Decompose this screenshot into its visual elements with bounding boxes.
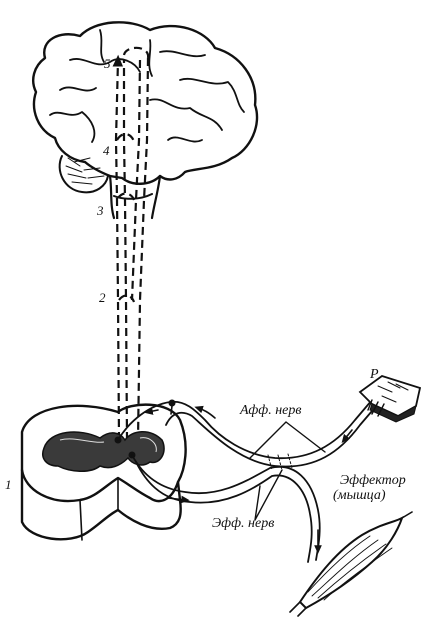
effector-muscle — [289, 511, 413, 617]
label-effector-line2: (мышца) — [333, 488, 386, 503]
label-level-3: 3 — [96, 203, 104, 218]
label-afferent-nerve: Афф. нерв — [239, 403, 301, 418]
label-level-2: 2 — [99, 290, 106, 305]
brain-drawing — [32, 21, 259, 220]
efferent-nerve — [131, 454, 322, 563]
afferent-label-pointers — [249, 421, 326, 459]
label-efferent-nerve: Эфф. нерв — [212, 516, 274, 531]
label-level-4: 4 — [103, 143, 110, 158]
efferent-label-pointers — [254, 469, 283, 521]
ascending-pathway — [112, 54, 136, 441]
spinal-cord-segment — [20, 403, 187, 541]
descending-pathway — [122, 46, 150, 446]
receptor-skin-patch — [358, 375, 422, 423]
label-effector-line1: Эффектор — [340, 473, 406, 488]
label-receptor: Р — [369, 367, 379, 382]
label-level-5: 5 — [104, 56, 111, 71]
label-level-1: 1 — [5, 477, 12, 492]
